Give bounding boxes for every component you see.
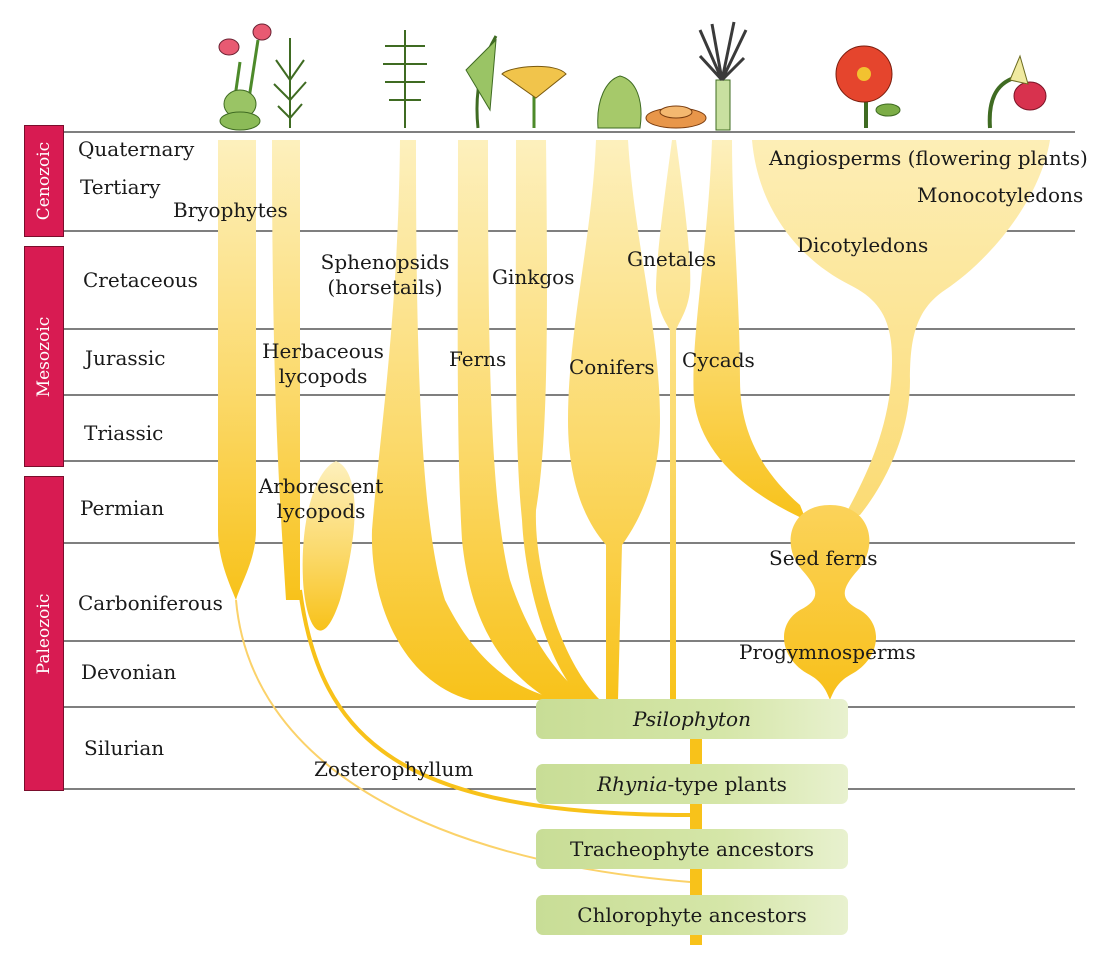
label-ginkgos: Ginkgos bbox=[492, 265, 575, 289]
cycad-plant-icon bbox=[698, 21, 748, 131]
label-sphenopsids-line1: Sphenopsids bbox=[320, 250, 450, 274]
branch-cycads bbox=[693, 140, 806, 520]
era-mesozoic-box: Mesozoic bbox=[24, 246, 64, 467]
lycopod-plant-icon bbox=[273, 38, 307, 128]
conifer-plant-icon bbox=[597, 75, 642, 129]
label-herbaceous-line2: lycopods bbox=[278, 364, 368, 388]
era-paleozoic-label: Paleozoic bbox=[34, 593, 54, 674]
era-cenozoic-box: Cenozoic bbox=[24, 125, 64, 237]
era-cenozoic-label: Cenozoic bbox=[34, 141, 54, 221]
period-silurian: Silurian bbox=[84, 736, 165, 760]
label-monocotyledons: Monocotyledons bbox=[917, 183, 1084, 207]
branch-sphenopsids bbox=[371, 140, 560, 700]
period-cretaceous: Cretaceous bbox=[83, 268, 198, 292]
branch-bryophytes bbox=[218, 140, 256, 600]
label-arborescent-line2: lycopods bbox=[276, 499, 366, 523]
branch-ginkgos bbox=[515, 140, 600, 700]
branch-arborescent-lycopods bbox=[302, 461, 355, 631]
label-ferns: Ferns bbox=[449, 347, 507, 371]
label-angiosperms: Angiosperms (flowering plants) bbox=[769, 146, 1088, 170]
label-progymnosperms: Progymnosperms bbox=[739, 640, 916, 664]
branch-herbaceous-lycopods bbox=[272, 140, 300, 600]
flower-plant-icon bbox=[835, 45, 901, 128]
label-conifers: Conifers bbox=[569, 355, 655, 379]
era-paleozoic-box: Paleozoic bbox=[24, 476, 64, 791]
chlorophyte-text: Chlorophyte ancestors bbox=[577, 903, 807, 927]
label-arborescent-lycopods: Arborescent lycopods bbox=[254, 474, 388, 524]
label-arborescent-line1: Arborescent bbox=[258, 474, 384, 498]
branch-angiosperms bbox=[752, 140, 1050, 515]
label-herbaceous-lycopods: Herbaceous lycopods bbox=[258, 339, 388, 389]
period-devonian: Devonian bbox=[81, 660, 177, 684]
gnetales-plant-icon bbox=[645, 105, 707, 129]
period-tertiary: Tertiary bbox=[80, 175, 161, 199]
horsetail-plant-icon bbox=[383, 30, 427, 128]
period-triassic: Triassic bbox=[84, 421, 164, 445]
label-cycads: Cycads bbox=[682, 348, 755, 372]
central-trunk bbox=[690, 700, 702, 945]
fern-plant-icon bbox=[465, 35, 498, 129]
rhynia-rest-text: -type plants bbox=[667, 772, 787, 796]
branch-ferns bbox=[457, 140, 590, 700]
monocot-plant-icon bbox=[987, 54, 1047, 129]
branch-seed-ferns bbox=[783, 505, 877, 700]
label-seed-ferns: Seed ferns bbox=[769, 546, 878, 570]
psilophyton-text: Psilophyton bbox=[633, 707, 751, 731]
era-mesozoic-label: Mesozoic bbox=[34, 316, 54, 397]
label-bryophytes: Bryophytes bbox=[173, 198, 288, 222]
period-permian: Permian bbox=[80, 496, 165, 520]
period-quaternary: Quaternary bbox=[78, 137, 195, 161]
branch-gnetales bbox=[656, 140, 691, 700]
label-zosterophyllum: Zosterophyllum bbox=[314, 757, 474, 781]
period-carboniferous: Carboniferous bbox=[78, 591, 223, 615]
label-gnetales: Gnetales bbox=[627, 247, 717, 271]
label-dicotyledons: Dicotyledons bbox=[797, 233, 929, 257]
box-rhynia: Rhynia-type plants bbox=[536, 764, 848, 804]
bryophyte-plant-icon bbox=[218, 23, 272, 131]
label-sphenopsids: Sphenopsids (horsetails) bbox=[316, 250, 454, 300]
period-jurassic: Jurassic bbox=[85, 346, 166, 370]
ginkgo-plant-icon bbox=[501, 65, 567, 128]
rhynia-italic-text: Rhynia bbox=[597, 772, 668, 796]
box-chlorophyte: Chlorophyte ancestors bbox=[536, 895, 848, 935]
tracheophyte-text: Tracheophyte ancestors bbox=[569, 837, 814, 861]
branch-conifers bbox=[568, 140, 660, 700]
lycopod-tail bbox=[298, 589, 691, 817]
box-psilophyton: Psilophyton bbox=[536, 699, 848, 739]
label-sphenopsids-line2: (horsetails) bbox=[327, 275, 443, 299]
box-tracheophyte: Tracheophyte ancestors bbox=[536, 829, 848, 869]
label-herbaceous-line1: Herbaceous bbox=[262, 339, 384, 363]
